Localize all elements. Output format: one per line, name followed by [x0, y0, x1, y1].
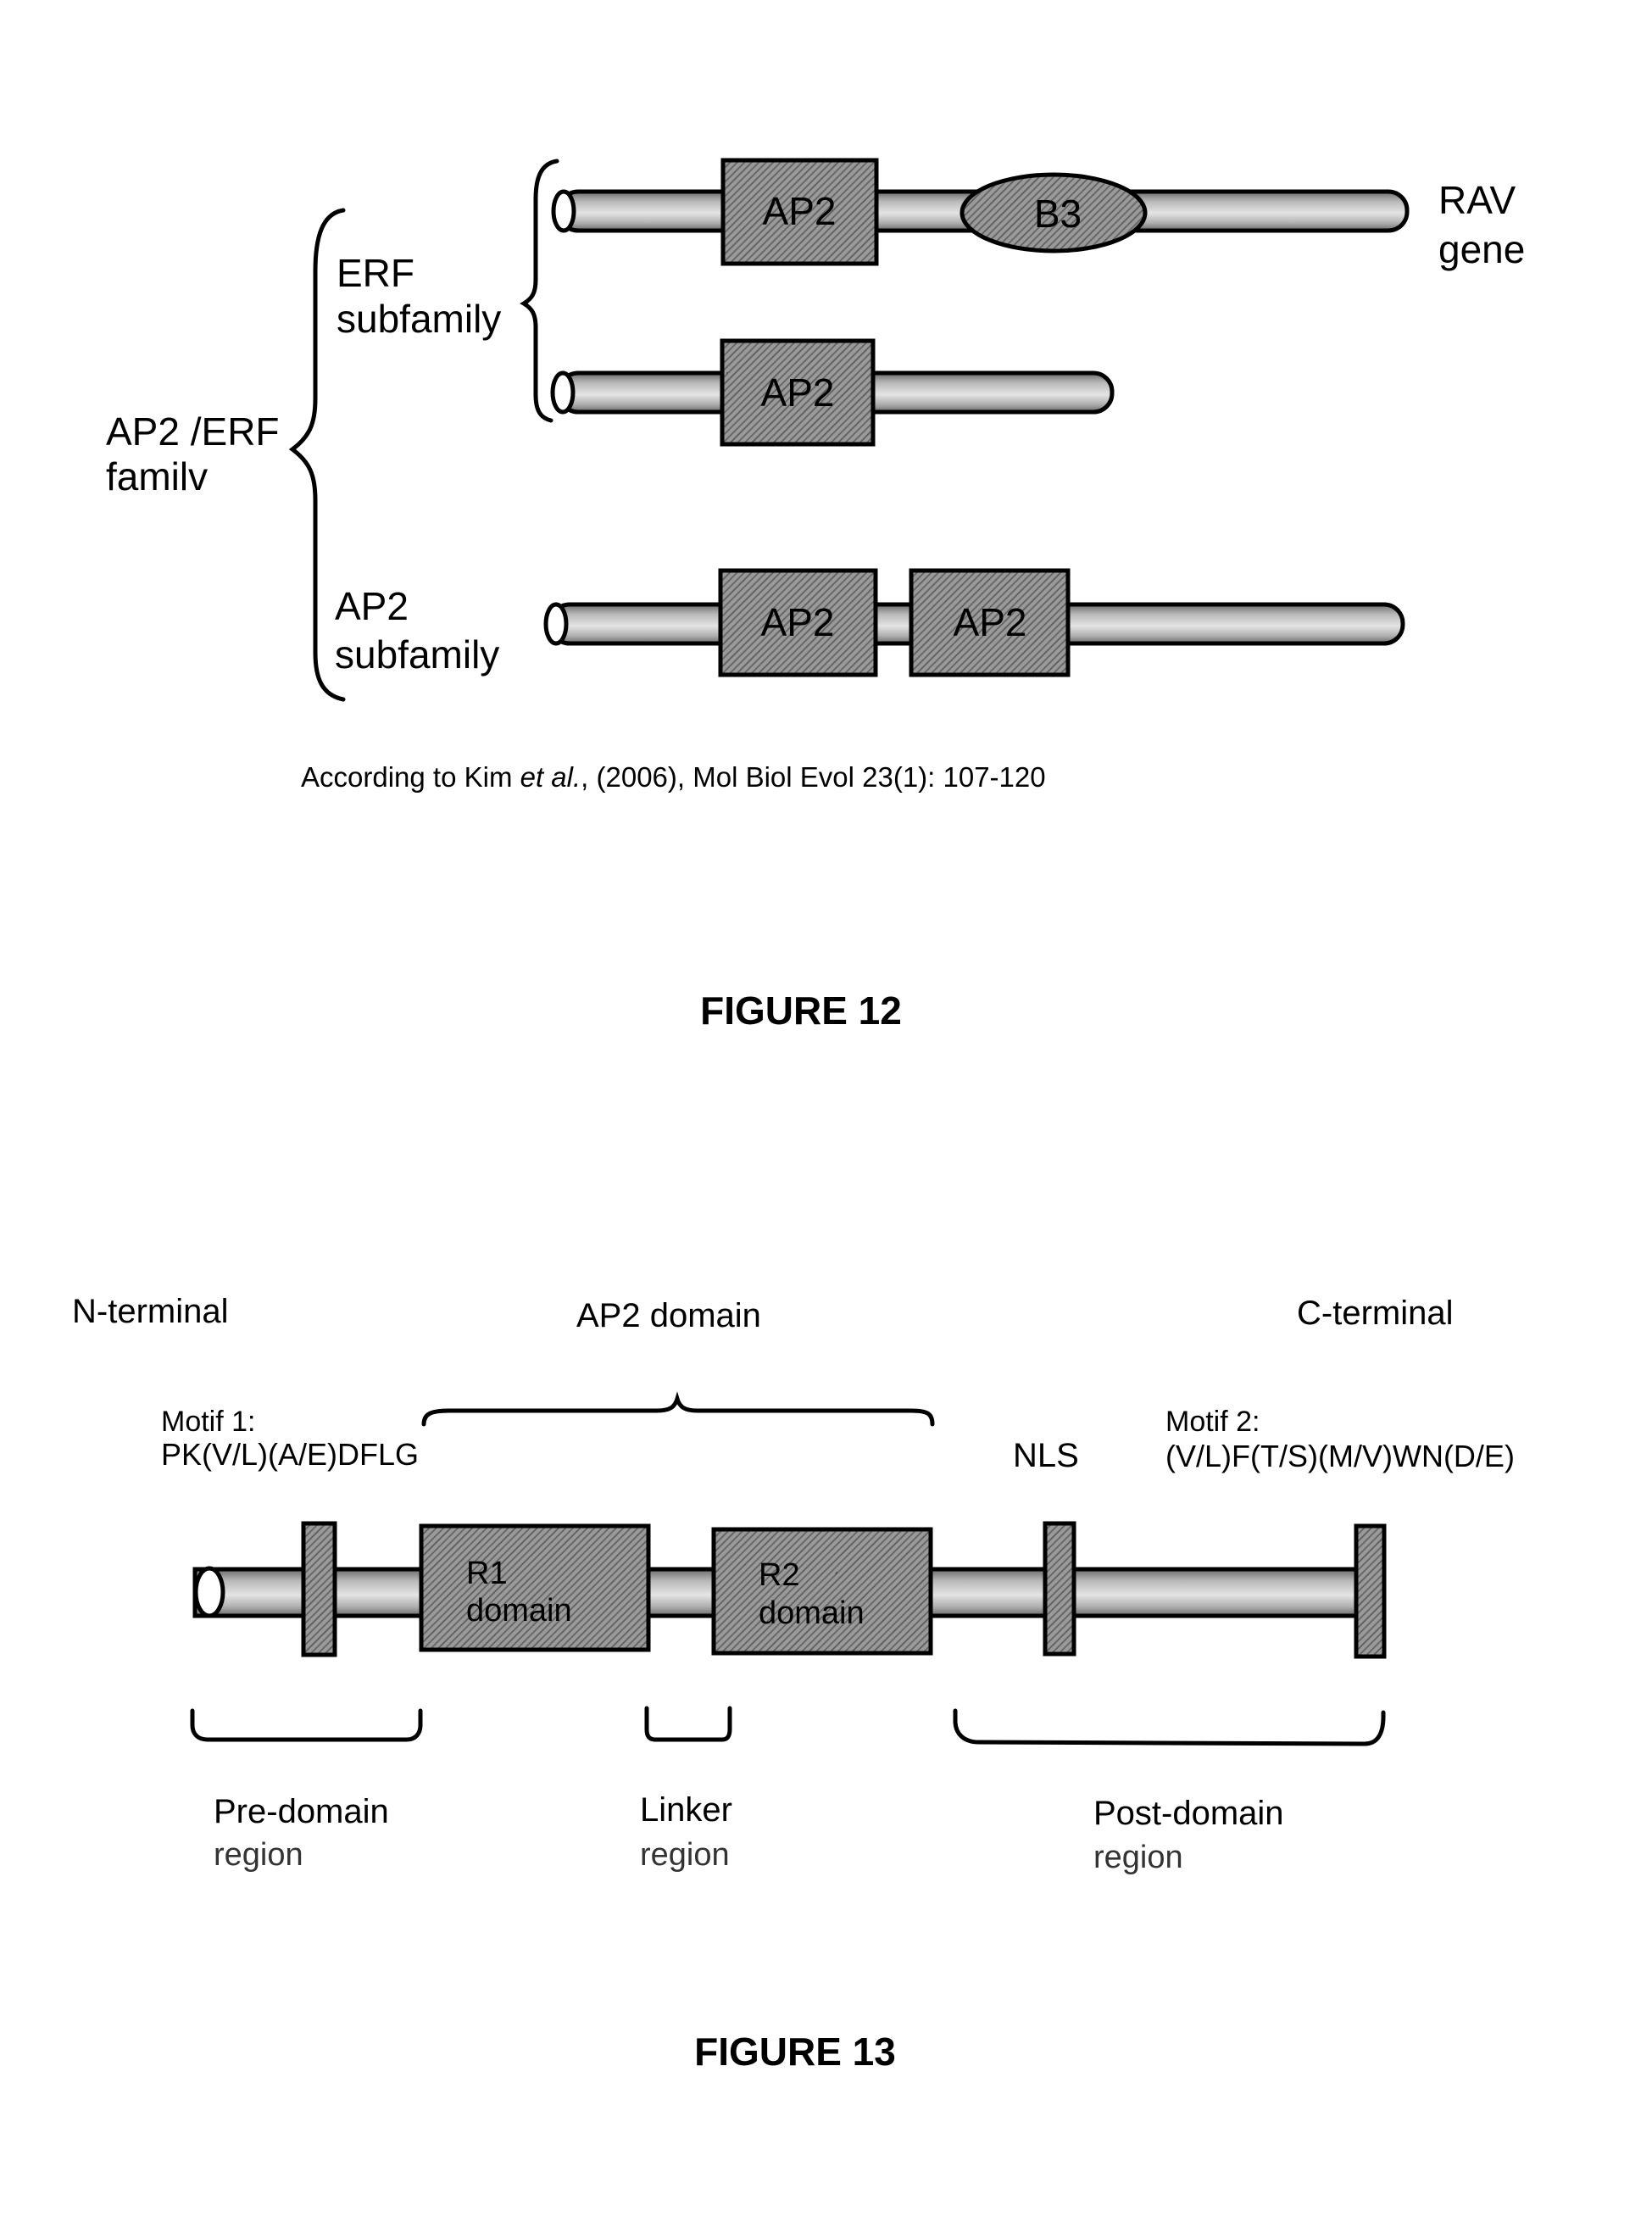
citation-prefix: According to Kim	[301, 761, 520, 793]
linker-label-line2: region	[640, 1837, 730, 1873]
motif1-band	[303, 1523, 335, 1655]
nls-band	[1045, 1523, 1074, 1654]
r1-domain-label-line2: domain	[466, 1593, 572, 1629]
nls-label: NLS	[1013, 1437, 1079, 1474]
pre-domain-label-line1: Pre-domain	[214, 1793, 389, 1830]
ap2-gene-diagram: AP2 AP2	[546, 571, 1403, 675]
r2-domain-box	[714, 1529, 931, 1653]
b3-domain-label: B3	[1034, 192, 1082, 236]
ap2-domain-brace	[424, 1399, 932, 1424]
ap2-subfamily-label-line1: AP2	[335, 584, 409, 628]
ap2-domain-label-1: AP2	[761, 600, 835, 644]
n-terminal-label: N-terminal	[72, 1293, 228, 1330]
figure-12: AP2 /ERF familv ERF subfamily AP2 subfam…	[106, 160, 1525, 1033]
erf-subfamily-brace	[524, 161, 557, 420]
motif1-title: Motif 1:	[161, 1406, 255, 1438]
ap2-domain-title: AP2 domain	[576, 1297, 761, 1334]
motif1-sequence: PK(V/L)(A/E)DFLG	[161, 1437, 419, 1472]
erf-subfamily-label-line2: subfamily	[337, 297, 501, 341]
linker-bracket	[647, 1708, 730, 1740]
r1-domain-label-line1: R1	[466, 1556, 508, 1591]
rav-gene-label-line2: gene	[1438, 227, 1525, 271]
family-label-line1: AP2 /ERF	[106, 409, 280, 454]
ap2-gene-cap	[546, 604, 566, 643]
family-label-line2: familv	[106, 454, 208, 498]
figure-12-caption: FIGURE 12	[700, 988, 902, 1033]
erf-gene-diagram: AP2	[553, 341, 1112, 444]
citation: According to Kim et al., (2006), Mol Bio…	[301, 761, 1046, 793]
pre-domain-label-line2: region	[214, 1837, 303, 1873]
motif2-title: Motif 2:	[1165, 1406, 1260, 1438]
rav-gene-diagram: AP2 B3	[553, 160, 1407, 264]
ap2-domain-label: AP2	[761, 370, 835, 415]
ap2-domain-label: AP2	[763, 189, 837, 233]
linker-label-line1: Linker	[640, 1791, 732, 1829]
figure-13: N-terminal AP2 domain C-terminal Motif 1…	[72, 1293, 1515, 2074]
ap2-domain-label-2: AP2	[954, 600, 1027, 644]
rav-gene-cap	[553, 192, 574, 231]
r2-domain-label-line2: domain	[759, 1595, 865, 1631]
post-domain-label-line1: Post-domain	[1093, 1795, 1284, 1832]
ap2-subfamily-label-line2: subfamily	[335, 632, 499, 677]
erf-gene-cap	[553, 373, 573, 412]
r2-domain-label-line1: R2	[759, 1557, 800, 1593]
pre-domain-bracket	[192, 1711, 420, 1740]
citation-suffix: , (2006), Mol Biol Evol 23(1): 107-120	[581, 761, 1045, 793]
rav-gene-label-line1: RAV	[1438, 178, 1516, 222]
ap2-protein-diagram: R1 domain R2 domain	[195, 1523, 1384, 1657]
post-domain-bracket	[955, 1711, 1383, 1744]
c-terminal-label: C-terminal	[1297, 1295, 1453, 1332]
post-domain-label-line2: region	[1093, 1840, 1183, 1875]
motif2-band	[1356, 1526, 1384, 1657]
erf-subfamily-label-line1: ERF	[337, 251, 414, 295]
figure-13-caption: FIGURE 13	[694, 2030, 896, 2074]
citation-italic: et al.	[520, 761, 581, 793]
n-terminal-cap	[196, 1568, 223, 1616]
r1-domain-box	[421, 1526, 648, 1650]
motif2-sequence: (V/L)F(T/S)(M/V)WN(D/E)	[1165, 1439, 1515, 1473]
